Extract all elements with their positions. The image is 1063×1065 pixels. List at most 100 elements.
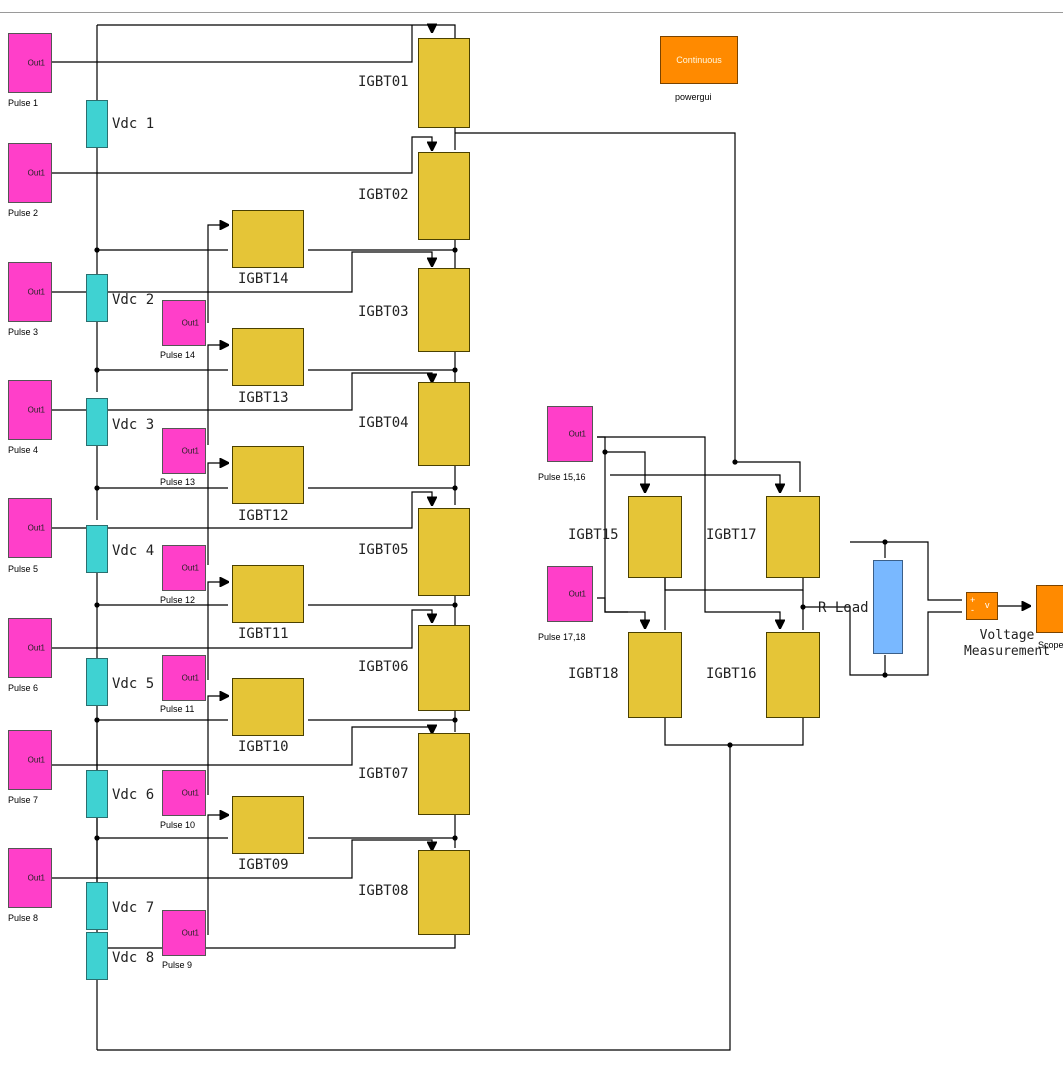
- igbt04-label: IGBT04: [358, 415, 409, 431]
- igbt12-label: IGBT12: [238, 508, 289, 524]
- igbt05-label: IGBT05: [358, 542, 409, 558]
- igbt14-label: IGBT14: [238, 271, 289, 287]
- pulse-15-16-label: Pulse 15,16: [538, 472, 586, 482]
- vdc-7-block[interactable]: [86, 882, 108, 930]
- pulse-13-label: Pulse 13: [160, 477, 196, 487]
- scope-label: Scope: [1038, 640, 1063, 650]
- igbt09-label: IGBT09: [238, 857, 289, 873]
- pulse-14-block[interactable]: Out1: [162, 300, 206, 346]
- pulse-out-port: Out1: [181, 446, 199, 456]
- r-load-block[interactable]: [873, 560, 903, 654]
- vdc-1-block[interactable]: [86, 100, 108, 148]
- vdc-6-block[interactable]: [86, 770, 108, 818]
- vdc-4-block[interactable]: [86, 525, 108, 573]
- igbt12-block[interactable]: [232, 446, 304, 504]
- pulse-10-label: Pulse 10: [160, 820, 196, 830]
- pulse-10-block[interactable]: Out1: [162, 770, 206, 816]
- igbt02-label: IGBT02: [358, 187, 409, 203]
- igbt18-label: IGBT18: [568, 666, 619, 682]
- pulse-6-label: Pulse 6: [8, 683, 39, 693]
- pulse-out-port: Out1: [181, 673, 199, 683]
- igbt13-label: IGBT13: [238, 390, 289, 406]
- igbt05-block[interactable]: [418, 508, 470, 596]
- igbt03-label: IGBT03: [358, 304, 409, 320]
- vdc-7-label: Vdc 7: [112, 900, 155, 916]
- pulse-4-label: Pulse 4: [8, 445, 39, 455]
- pulse-out-port: Out1: [181, 318, 199, 328]
- igbt10-block[interactable]: [232, 678, 304, 736]
- igbt03-block[interactable]: [418, 268, 470, 352]
- igbt14-block[interactable]: [232, 210, 304, 268]
- vdc-1-label: Vdc 1: [112, 116, 155, 132]
- igbt02-block[interactable]: [418, 152, 470, 240]
- vm-plus: +: [970, 595, 976, 605]
- igbt15-block[interactable]: [628, 496, 682, 578]
- powergui-mode-text: Continuous: [676, 55, 722, 65]
- vdc-2-block[interactable]: [86, 274, 108, 322]
- pulse-1-block[interactable]: Out1: [8, 33, 52, 93]
- canvas-top-border: [0, 12, 1063, 13]
- powergui-label: powergui: [675, 92, 712, 102]
- igbt09-block[interactable]: [232, 796, 304, 854]
- pulse-out-port: Out1: [181, 788, 199, 798]
- pulse-out-port: Out1: [181, 563, 199, 573]
- vdc-8-label: Vdc 8: [112, 950, 155, 966]
- pulse-8-block[interactable]: Out1: [8, 848, 52, 908]
- vdc-4-label: Vdc 4: [112, 543, 155, 559]
- igbt17-label: IGBT17: [706, 527, 757, 543]
- r-load-label: R Load: [818, 600, 869, 616]
- pulse-1-label: Pulse 1: [8, 98, 39, 108]
- igbt18-block[interactable]: [628, 632, 682, 718]
- vm-minus: -: [971, 605, 974, 615]
- pulse-out-port: Out1: [568, 429, 586, 439]
- pulse-out-port: Out1: [27, 405, 45, 415]
- pulse-11-block[interactable]: Out1: [162, 655, 206, 701]
- igbt07-label: IGBT07: [358, 766, 409, 782]
- pulse-9-label: Pulse 9: [162, 960, 193, 970]
- pulse-12-label: Pulse 12: [160, 595, 196, 605]
- pulse-3-block[interactable]: Out1: [8, 262, 52, 322]
- vdc-3-block[interactable]: [86, 398, 108, 446]
- igbt16-block[interactable]: [766, 632, 820, 718]
- igbt08-label: IGBT08: [358, 883, 409, 899]
- igbt15-label: IGBT15: [568, 527, 619, 543]
- pulse-7-label: Pulse 7: [8, 795, 39, 805]
- igbt11-label: IGBT11: [238, 626, 289, 642]
- vdc-6-label: Vdc 6: [112, 787, 155, 803]
- pulse-12-block[interactable]: Out1: [162, 545, 206, 591]
- igbt17-block[interactable]: [766, 496, 820, 578]
- igbt11-block[interactable]: [232, 565, 304, 623]
- vdc-8-block[interactable]: [86, 932, 108, 980]
- igbt07-block[interactable]: [418, 733, 470, 815]
- igbt16-label: IGBT16: [706, 666, 757, 682]
- pulse-6-block[interactable]: Out1: [8, 618, 52, 678]
- pulse-9-block[interactable]: Out1: [162, 910, 206, 956]
- pulse-2-block[interactable]: Out1: [8, 143, 52, 203]
- igbt08-block[interactable]: [418, 850, 470, 935]
- voltage-measurement-label: Voltage Measurement: [963, 628, 1051, 659]
- pulse-5-block[interactable]: Out1: [8, 498, 52, 558]
- scope-block[interactable]: [1036, 585, 1063, 633]
- pulse-out-port: Out1: [27, 58, 45, 68]
- powergui-block[interactable]: Continuous: [660, 36, 738, 84]
- pulse-13-block[interactable]: Out1: [162, 428, 206, 474]
- vdc-5-block[interactable]: [86, 658, 108, 706]
- igbt13-block[interactable]: [232, 328, 304, 386]
- vdc-2-label: Vdc 2: [112, 292, 155, 308]
- pulse-15-16-block[interactable]: Out1: [547, 406, 593, 462]
- igbt01-block[interactable]: [418, 38, 470, 128]
- igbt01-label: IGBT01: [358, 74, 409, 90]
- pulse-out-port: Out1: [27, 287, 45, 297]
- pulse-17-18-block[interactable]: Out1: [547, 566, 593, 622]
- igbt04-block[interactable]: [418, 382, 470, 466]
- voltage-measurement-block[interactable]: + - v: [966, 592, 998, 620]
- pulse-4-block[interactable]: Out1: [8, 380, 52, 440]
- pulse-out-port: Out1: [27, 755, 45, 765]
- pulse-out-port: Out1: [181, 928, 199, 938]
- igbt06-block[interactable]: [418, 625, 470, 711]
- igbt06-label: IGBT06: [358, 659, 409, 675]
- pulse-7-block[interactable]: Out1: [8, 730, 52, 790]
- pulse-out-port: Out1: [27, 523, 45, 533]
